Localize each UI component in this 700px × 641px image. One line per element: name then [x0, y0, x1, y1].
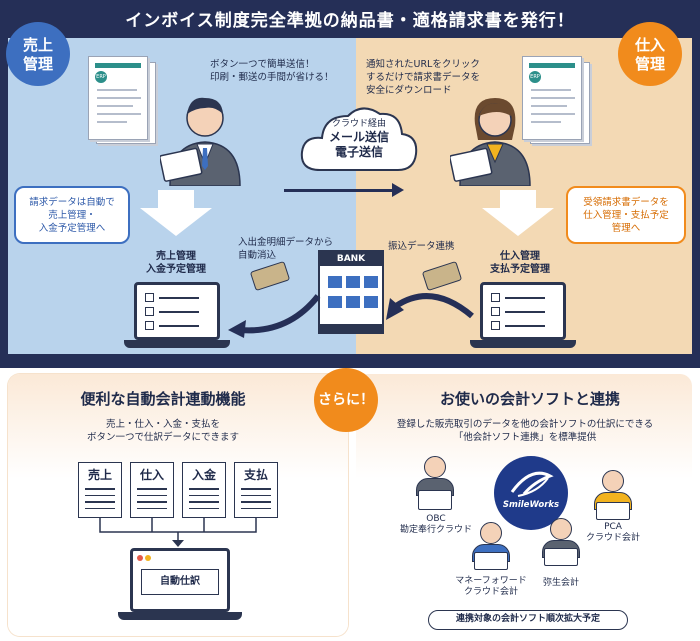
sheet-sales-label: 売上 [87, 468, 112, 482]
return-arrow-right-icon [386, 293, 474, 320]
deposit-label: 入出金明細データから 自動消込 [238, 236, 333, 262]
download-note: 通知されたURLをクリック するだけで請求書データを 安全にダウンロード [366, 58, 480, 97]
purchase-system-label-line2: 支払予定管理 [490, 264, 550, 275]
accountant-illustration [450, 98, 531, 186]
integration-subtitle-line1: 登録した販売取引のデータを他の会計ソフトの仕訳にできる [396, 419, 654, 430]
sales-laptop [134, 282, 220, 340]
expansion-notice-pill: 連携対象の会計ソフト順次拡大予定 [428, 610, 628, 630]
transfer-label: 振込データ連携 [388, 241, 455, 252]
pca-label: PCA クラウド会計 [572, 522, 654, 544]
obc-label-line2: 勘定奉行クラウド [399, 525, 472, 535]
salesman-illustration [160, 97, 241, 186]
send-arrow [284, 189, 394, 192]
auto-journal-laptop: 自動仕訳 [130, 548, 230, 612]
pca-user-avatar [602, 470, 624, 492]
sarani-badge: さらに！ [314, 368, 378, 432]
pca-laptop-icon [596, 502, 630, 520]
sheet-payment: 支払 [234, 462, 278, 518]
obc-label: OBC 勘定奉行クラウド [394, 514, 478, 536]
sheet-payment-label: 支払 [243, 468, 268, 482]
auto-journal-label: 自動仕訳 [141, 569, 219, 595]
sheet-purchase: 仕入 [130, 462, 174, 518]
down-arrow-right-icon [482, 190, 554, 236]
sheet-deposit: 入金 [182, 462, 226, 518]
sales-laptop-base [124, 340, 230, 348]
obc-label-line1: OBC [426, 514, 446, 524]
auto-accounting-title: 便利な自動会計連動機能 [80, 390, 246, 408]
cloud-label-line2: メール送信 [328, 130, 389, 144]
yayoi-user-avatar [550, 518, 572, 540]
deposit-label-line2: 自動消込 [238, 250, 277, 261]
auto-journal-laptop-base [118, 612, 242, 620]
purchase-callout-line1: 受領請求書データを [583, 197, 669, 208]
integration-subtitle: 登録した販売取引のデータを他の会計ソフトの仕訳にできる 「他会計ソフト連携」を標… [360, 418, 690, 444]
send-arrow-head-icon [392, 183, 404, 197]
purchase-laptop [480, 282, 566, 340]
obc-user-avatar [424, 456, 446, 478]
download-note-line2: するだけで請求書データを [366, 72, 481, 83]
cloud-label-line3: 電子送信 [334, 145, 383, 159]
moneyforward-label-line1: マネーフォワード [455, 576, 527, 586]
send-note: ボタン一つで簡単送信！ 印刷・郵送の手間が省ける！ [210, 58, 334, 84]
sheet-connector-lines [99, 518, 257, 547]
download-note-line3: 安全にダウンロード [366, 85, 452, 96]
moneyforward-laptop-icon [474, 552, 508, 570]
integration-title: お使いの会計ソフトと連携 [439, 390, 620, 408]
moneyforward-label: マネーフォワード クラウド会計 [446, 576, 536, 598]
smileworks-mark-icon [510, 471, 554, 497]
send-note-line1: ボタン一つで簡単送信！ [210, 59, 315, 70]
sales-system-label: 売上管理 入金予定管理 [126, 250, 226, 276]
purchase-badge-line2: 管理 [634, 55, 665, 73]
auto-accounting-subtitle-line1: 売上・仕入・入金・支払を [105, 419, 220, 430]
return-arrow-left-icon [228, 294, 321, 338]
bank-label: BANK [320, 252, 382, 266]
down-arrow-left-icon [140, 190, 212, 236]
yayoi-laptop-icon [544, 548, 578, 566]
deposit-label-line1: 入出金明細データから [238, 237, 334, 248]
purchase-callout-line2: 仕入管理・支払予定 [583, 210, 669, 221]
cloud-label-line1: クラウド経由 [331, 119, 386, 129]
received-document: ERP [522, 56, 582, 140]
auto-accounting-subtitle-line2: ボタン一つで仕訳データにできます [86, 432, 239, 443]
sales-badge-line2: 管理 [22, 55, 53, 73]
purchase-callout: 受領請求書データを 仕入管理・支払予定 管理へ [566, 186, 686, 244]
bank-building-icon: BANK [318, 250, 384, 334]
sales-callout-line3: 入金予定管理へ [38, 223, 106, 234]
sales-badge: 売上 管理 [6, 22, 70, 86]
moneyforward-label-line2: クラウド会計 [463, 587, 518, 597]
sales-system-label-line1: 売上管理 [156, 251, 196, 262]
purchase-laptop-base [470, 340, 576, 348]
sales-system-label-line2: 入金予定管理 [146, 264, 206, 275]
erp-logo-icon: ERP [95, 71, 107, 83]
invoice-document: ERP [88, 56, 148, 140]
purchase-callout-line3: 管理へ [611, 223, 641, 234]
sheet-deposit-label: 入金 [191, 468, 216, 482]
cloud-icon [300, 107, 418, 171]
smileworks-logo: SmileWorks [494, 456, 568, 530]
erp-logo-icon: ERP [529, 71, 541, 83]
purchase-system-label-line1: 仕入管理 [500, 251, 540, 262]
auto-accounting-subtitle: 売上・仕入・入金・支払を ボタン一つで仕訳データにできます [8, 418, 318, 444]
integration-subtitle-line2: 「他会計ソフト連携」を標準提供 [453, 432, 597, 443]
pca-label-line1: PCA [604, 522, 622, 532]
purchase-system-label: 仕入管理 支払予定管理 [470, 250, 570, 276]
pca-label-line2: クラウド会計 [585, 533, 640, 543]
download-note-line1: 通知されたURLをクリック [366, 59, 480, 70]
sales-callout-line1: 請求データは自動で [29, 197, 115, 208]
purchase-badge-line1: 仕入 [634, 36, 665, 54]
sales-badge-line1: 売上 [22, 36, 53, 54]
yayoi-label: 弥生会計 [542, 578, 579, 588]
sheet-purchase-label: 仕入 [139, 468, 164, 482]
sales-callout: 請求データは自動で 売上管理・ 入金予定管理へ [14, 186, 130, 244]
moneyforward-user-avatar [480, 522, 502, 544]
sales-callout-line2: 売上管理・ [48, 210, 96, 221]
main-title: インボイス制度完全準拠の納品書・適格請求書を発行！ [125, 11, 575, 31]
cloud-label: クラウド経由 メール送信 電子送信 [300, 118, 418, 160]
send-note-line2: 印刷・郵送の手間が省ける！ [210, 72, 334, 83]
sheet-sales: 売上 [78, 462, 122, 518]
smileworks-logo-text: SmileWorks [502, 500, 560, 510]
obc-laptop-icon [418, 490, 452, 510]
purchase-badge: 仕入 管理 [618, 22, 682, 86]
